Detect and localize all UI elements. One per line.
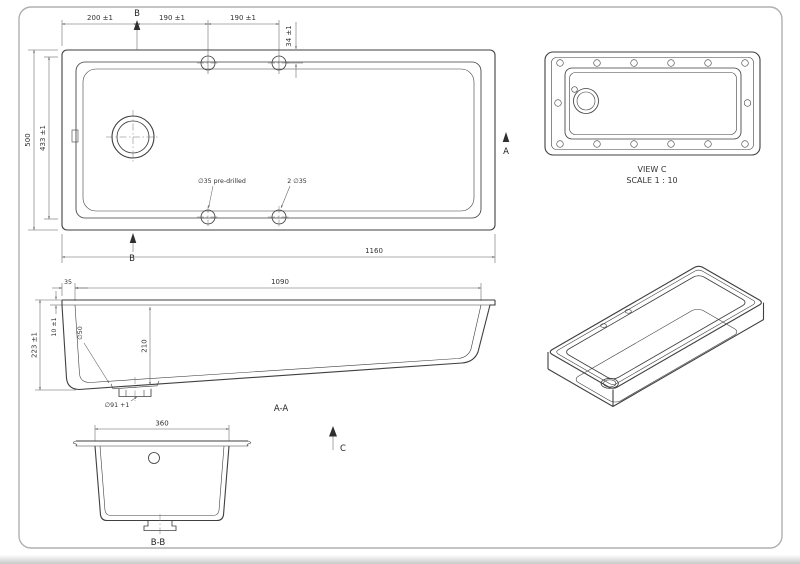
- iso-bowl-top: [564, 274, 748, 381]
- view-c: VIEW C SCALE 1 : 10: [544, 51, 761, 185]
- sheet-border: [18, 6, 783, 549]
- iso-body-lower-edge: [548, 282, 764, 407]
- section-bb-dimensions: 360: [94, 420, 230, 441]
- viewc-bowl-outer: [564, 67, 742, 140]
- dim-433-label: 433 ±1: [39, 125, 47, 151]
- sink-outer-edge: [61, 49, 496, 231]
- section-b-top-label: B: [134, 9, 140, 19]
- mounting-holes: [554, 59, 752, 148]
- section-b-bottom-label: B: [129, 254, 135, 264]
- viewc-drain-inner: [576, 91, 596, 111]
- iso-rim-inner: [555, 269, 757, 386]
- dim-50-label: ∅50: [77, 326, 84, 340]
- dim-190-right-label: 190 ±1: [230, 14, 256, 22]
- dim-35-label: 35: [64, 279, 72, 286]
- note-predrilled: ∅35 pre-drilled: [198, 178, 246, 185]
- dim-190-left-label: 190 ±1: [159, 14, 185, 22]
- view-c-arrow-label: C: [340, 444, 346, 454]
- view-c-arrow: C: [329, 426, 346, 454]
- dim-1160-label: 1160: [365, 247, 383, 255]
- dim-200-label: 200 ±1: [87, 14, 113, 22]
- iso-drain-outer: [597, 376, 621, 390]
- dim-360-label: 360: [155, 420, 168, 428]
- viewc-bowl-inner: [569, 72, 737, 135]
- section-aa-dimensions: 35 1090 223 ±1 10 ±1 ∅50 210 ∅91 +1: [31, 278, 482, 409]
- centerlines: [106, 62, 290, 228]
- iso-drain-inner: [601, 378, 619, 388]
- section-marks: B B A: [129, 9, 510, 264]
- viewc-small-hole: [571, 86, 578, 93]
- iso-tap-hole: [599, 323, 608, 328]
- hole-notes: ∅35 pre-drilled 2 ∅35: [198, 178, 307, 209]
- viewc-rim-edge: [551, 57, 754, 150]
- section-aa: 35 1090 223 ±1 10 ±1 ∅50 210 ∅91 +1 A-A: [31, 278, 496, 414]
- dim-91-label: ∅91 +1: [105, 402, 130, 409]
- viewc-drain-outer: [573, 88, 599, 114]
- bowl-inner-wall: [99, 445, 225, 516]
- dim-223-label: 223 ±1: [31, 332, 39, 358]
- break-line-left: [72, 440, 78, 447]
- dim-34-label: 34 ±1: [285, 25, 293, 46]
- viewc-outer-edge: [544, 51, 761, 156]
- view-c-scale: SCALE 1 : 10: [626, 176, 677, 185]
- section-outer-shell: [61, 300, 496, 391]
- section-a-arrow: [502, 132, 510, 142]
- plan-view: 200 ±1 190 ±1 190 ±1 34 ±1 500 433 ±1 11…: [24, 9, 510, 264]
- view-c-title: VIEW C: [638, 165, 667, 174]
- iso-bowl-floor: [573, 307, 740, 403]
- plan-dimensions: 200 ±1 190 ±1 190 ±1 34 ±1 500 433 ±1 11…: [24, 14, 496, 263]
- overflow-hole: [148, 452, 160, 464]
- section-b-arrow-top: [133, 20, 141, 30]
- section-bb: 360 B-B: [72, 420, 252, 548]
- section-b-arrow-bottom: [129, 233, 137, 243]
- bowl-outer-wall: [94, 445, 230, 522]
- dim-1090-label: 1090: [271, 278, 289, 286]
- window-bottom-edge: [0, 555, 800, 564]
- break-line-right: [246, 440, 252, 447]
- section-a-label: A: [503, 147, 509, 157]
- isometric-view: [548, 265, 764, 407]
- note-two-holes: 2 ∅35: [287, 178, 307, 185]
- section-aa-title: A-A: [274, 404, 289, 414]
- sink-rim: [75, 61, 482, 219]
- section-bowl-inner: [74, 304, 482, 383]
- dim-500-label: 500: [24, 133, 32, 146]
- overflow-notch: [71, 129, 79, 143]
- dim-10-label: 10 ±1: [51, 317, 58, 336]
- bowl-edge: [82, 68, 475, 212]
- iso-tap-hole: [624, 309, 633, 314]
- section-bb-title: B-B: [151, 538, 166, 548]
- iso-rim-outer: [548, 265, 764, 390]
- dim-210-label: 210: [141, 339, 149, 352]
